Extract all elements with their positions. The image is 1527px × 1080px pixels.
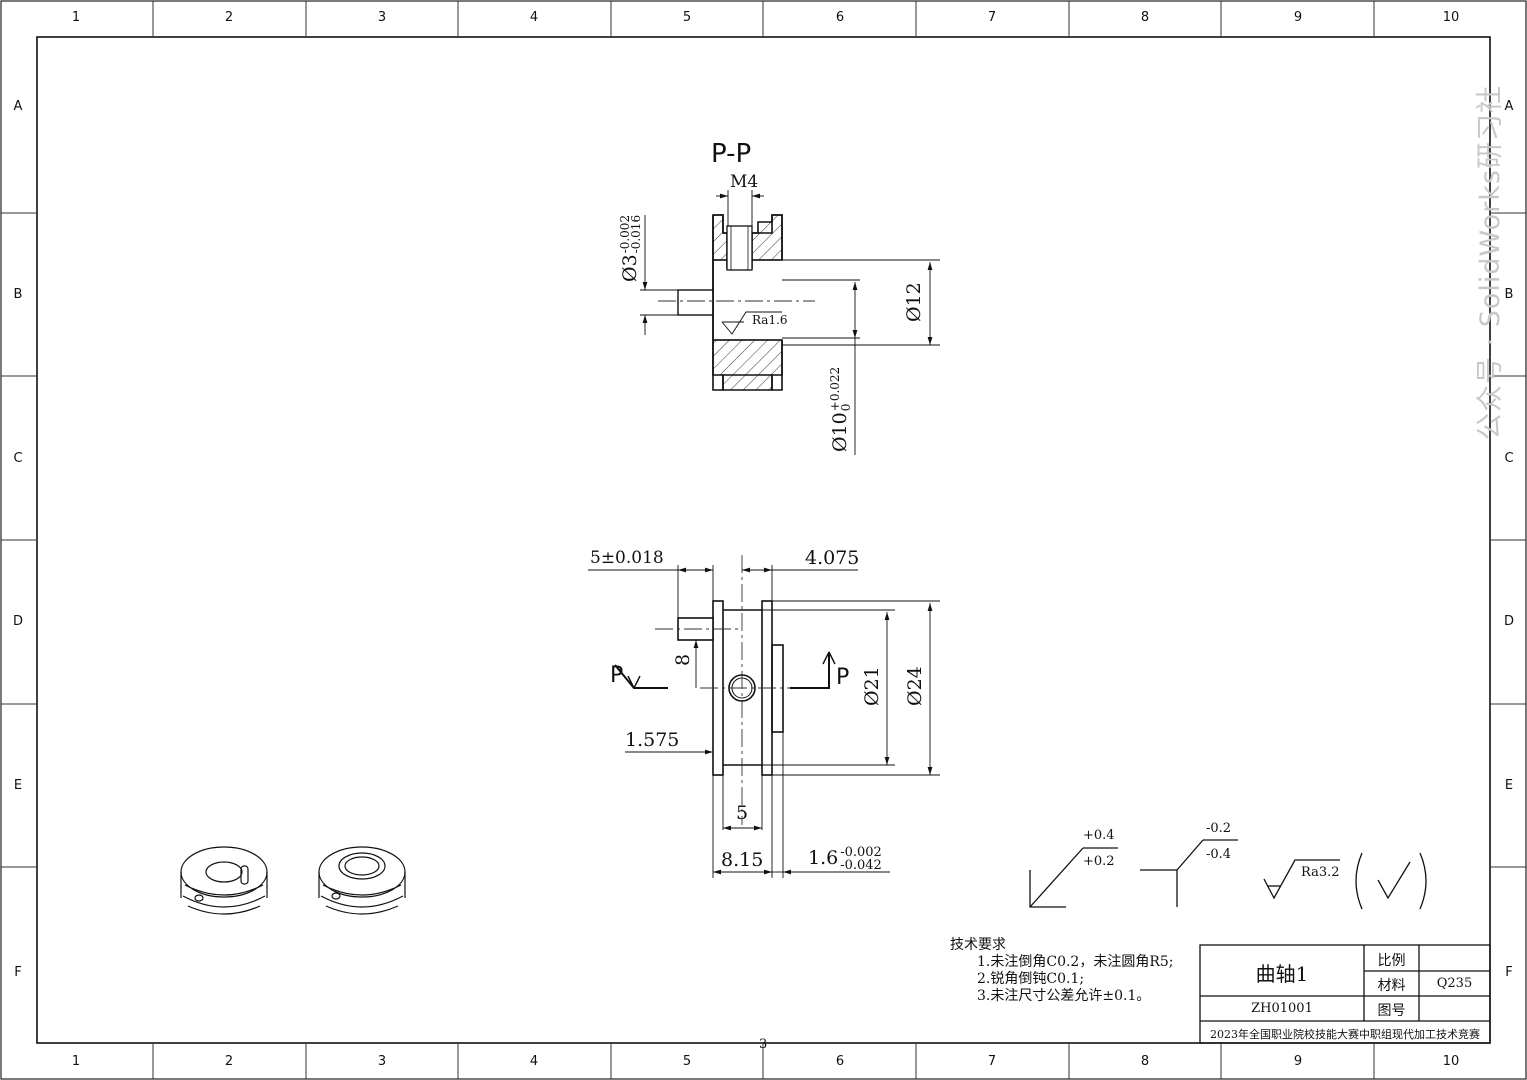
zone-col-5: 5 (682, 10, 692, 25)
notes-title: 技术要求 (950, 937, 1006, 953)
section-title: P-P (711, 139, 752, 169)
zone-col-5: 5 (682, 1054, 692, 1069)
zone-col-1: 1 (71, 10, 81, 25)
zone-col-7: 7 (987, 10, 997, 25)
dim-dia-3-value: Ø3 (619, 254, 641, 282)
material-value: Q235 (1436, 976, 1473, 991)
zone-col-10: 10 (1442, 1054, 1460, 1069)
dim-815: 8.15 (721, 849, 764, 871)
page-number: 3 (759, 1037, 768, 1052)
dim-dia-3-tol-lower: -0.016 (629, 214, 643, 254)
zone-row-f: F (14, 965, 22, 980)
dim-dia-10-tol-lower: 0 (839, 403, 853, 412)
dim-dia-10-value: Ø10 (829, 412, 851, 452)
zone-col-10: 10 (1442, 10, 1460, 25)
zone-col-7: 7 (987, 1054, 997, 1069)
zone-row-e: E (1504, 778, 1514, 793)
zone-row-c: C (13, 451, 23, 466)
symbol-1-lower: +0.2 (1083, 854, 1115, 869)
zone-col-4: 4 (529, 1054, 539, 1069)
competition-name: 2023年全国职业院校技能大赛中职组现代加工技术竞赛 (1210, 1028, 1480, 1041)
zone-col-1: 1 (71, 1054, 81, 1069)
number-label: 图号 (1377, 1003, 1406, 1019)
material-label: 材料 (1377, 978, 1406, 994)
note-item-1: 1.未注倒角C0.2，未注圆角R5; (977, 954, 1174, 970)
zone-row-f: F (1505, 965, 1513, 980)
zone-col-6: 6 (835, 10, 845, 25)
zone-col-4: 4 (529, 10, 539, 25)
zone-col-6: 6 (835, 1054, 845, 1069)
zone-col-2: 2 (224, 10, 234, 25)
zone-row-a: A (13, 99, 23, 114)
dim-dia-24: Ø24 (904, 666, 926, 706)
zone-col-2: 2 (224, 1054, 234, 1069)
section-mark-right: P (836, 665, 850, 690)
dim-dia-21: Ø21 (861, 666, 883, 706)
watermark: 公众号 · SolidWorks研习社 (1475, 85, 1506, 440)
zone-row-d: D (1503, 614, 1514, 629)
zone-row-c: C (1504, 451, 1514, 466)
dim-16-value: 1.6 (808, 847, 839, 869)
symbol-2-upper: -0.2 (1206, 821, 1232, 836)
zone-row-a: A (1504, 99, 1514, 114)
dim-4075: 4.075 (805, 547, 860, 569)
roughness-general: Ra3.2 (1301, 865, 1340, 880)
zone-col-3: 3 (377, 10, 387, 25)
dim-16-tol-upper: -0.002 (840, 845, 882, 860)
dim-5: 5 (736, 802, 749, 824)
zone-col-8: 8 (1140, 1054, 1150, 1069)
technical-requirements: 技术要求 1.未注倒角C0.2，未注圆角R5; 2.锐角倒钝C0.1; 3.未注… (950, 937, 1174, 1005)
zone-row-d: D (12, 614, 23, 629)
note-item-3: 3.未注尺寸公差允许±0.1。 (977, 988, 1151, 1004)
dim-8: 8 (672, 653, 694, 666)
drawing-number: ZH01001 (1251, 1001, 1313, 1016)
note-item-2: 2.锐角倒钝C0.1; (977, 971, 1085, 987)
dim-thread: M4 (730, 172, 759, 192)
zone-row-b: B (1504, 287, 1514, 302)
zone-col-9: 9 (1293, 1054, 1303, 1069)
part-name: 曲轴1 (1255, 962, 1309, 986)
dim-1575: 1.575 (625, 729, 680, 751)
dim-5-tolerance: 5±0.018 (590, 548, 664, 568)
zone-col-9: 9 (1293, 10, 1303, 25)
symbol-1-upper: +0.4 (1083, 828, 1115, 843)
zone-row-e: E (13, 778, 23, 793)
section-mark-left: P (610, 663, 624, 688)
dim-dia-3: Ø3-0.002-0.016 (618, 214, 643, 282)
scale-label: 比例 (1377, 953, 1406, 969)
zone-row-b: B (13, 287, 23, 302)
zone-col-8: 8 (1140, 10, 1150, 25)
dim-16: 1.6-0.002-0.042 (808, 846, 882, 872)
roughness-label: Ra1.6 (752, 313, 788, 327)
dim-16-tol-lower: -0.042 (840, 858, 882, 873)
symbol-2-lower: -0.4 (1206, 847, 1232, 862)
zone-col-3: 3 (377, 1054, 387, 1069)
dim-dia-12: Ø12 (903, 282, 925, 322)
